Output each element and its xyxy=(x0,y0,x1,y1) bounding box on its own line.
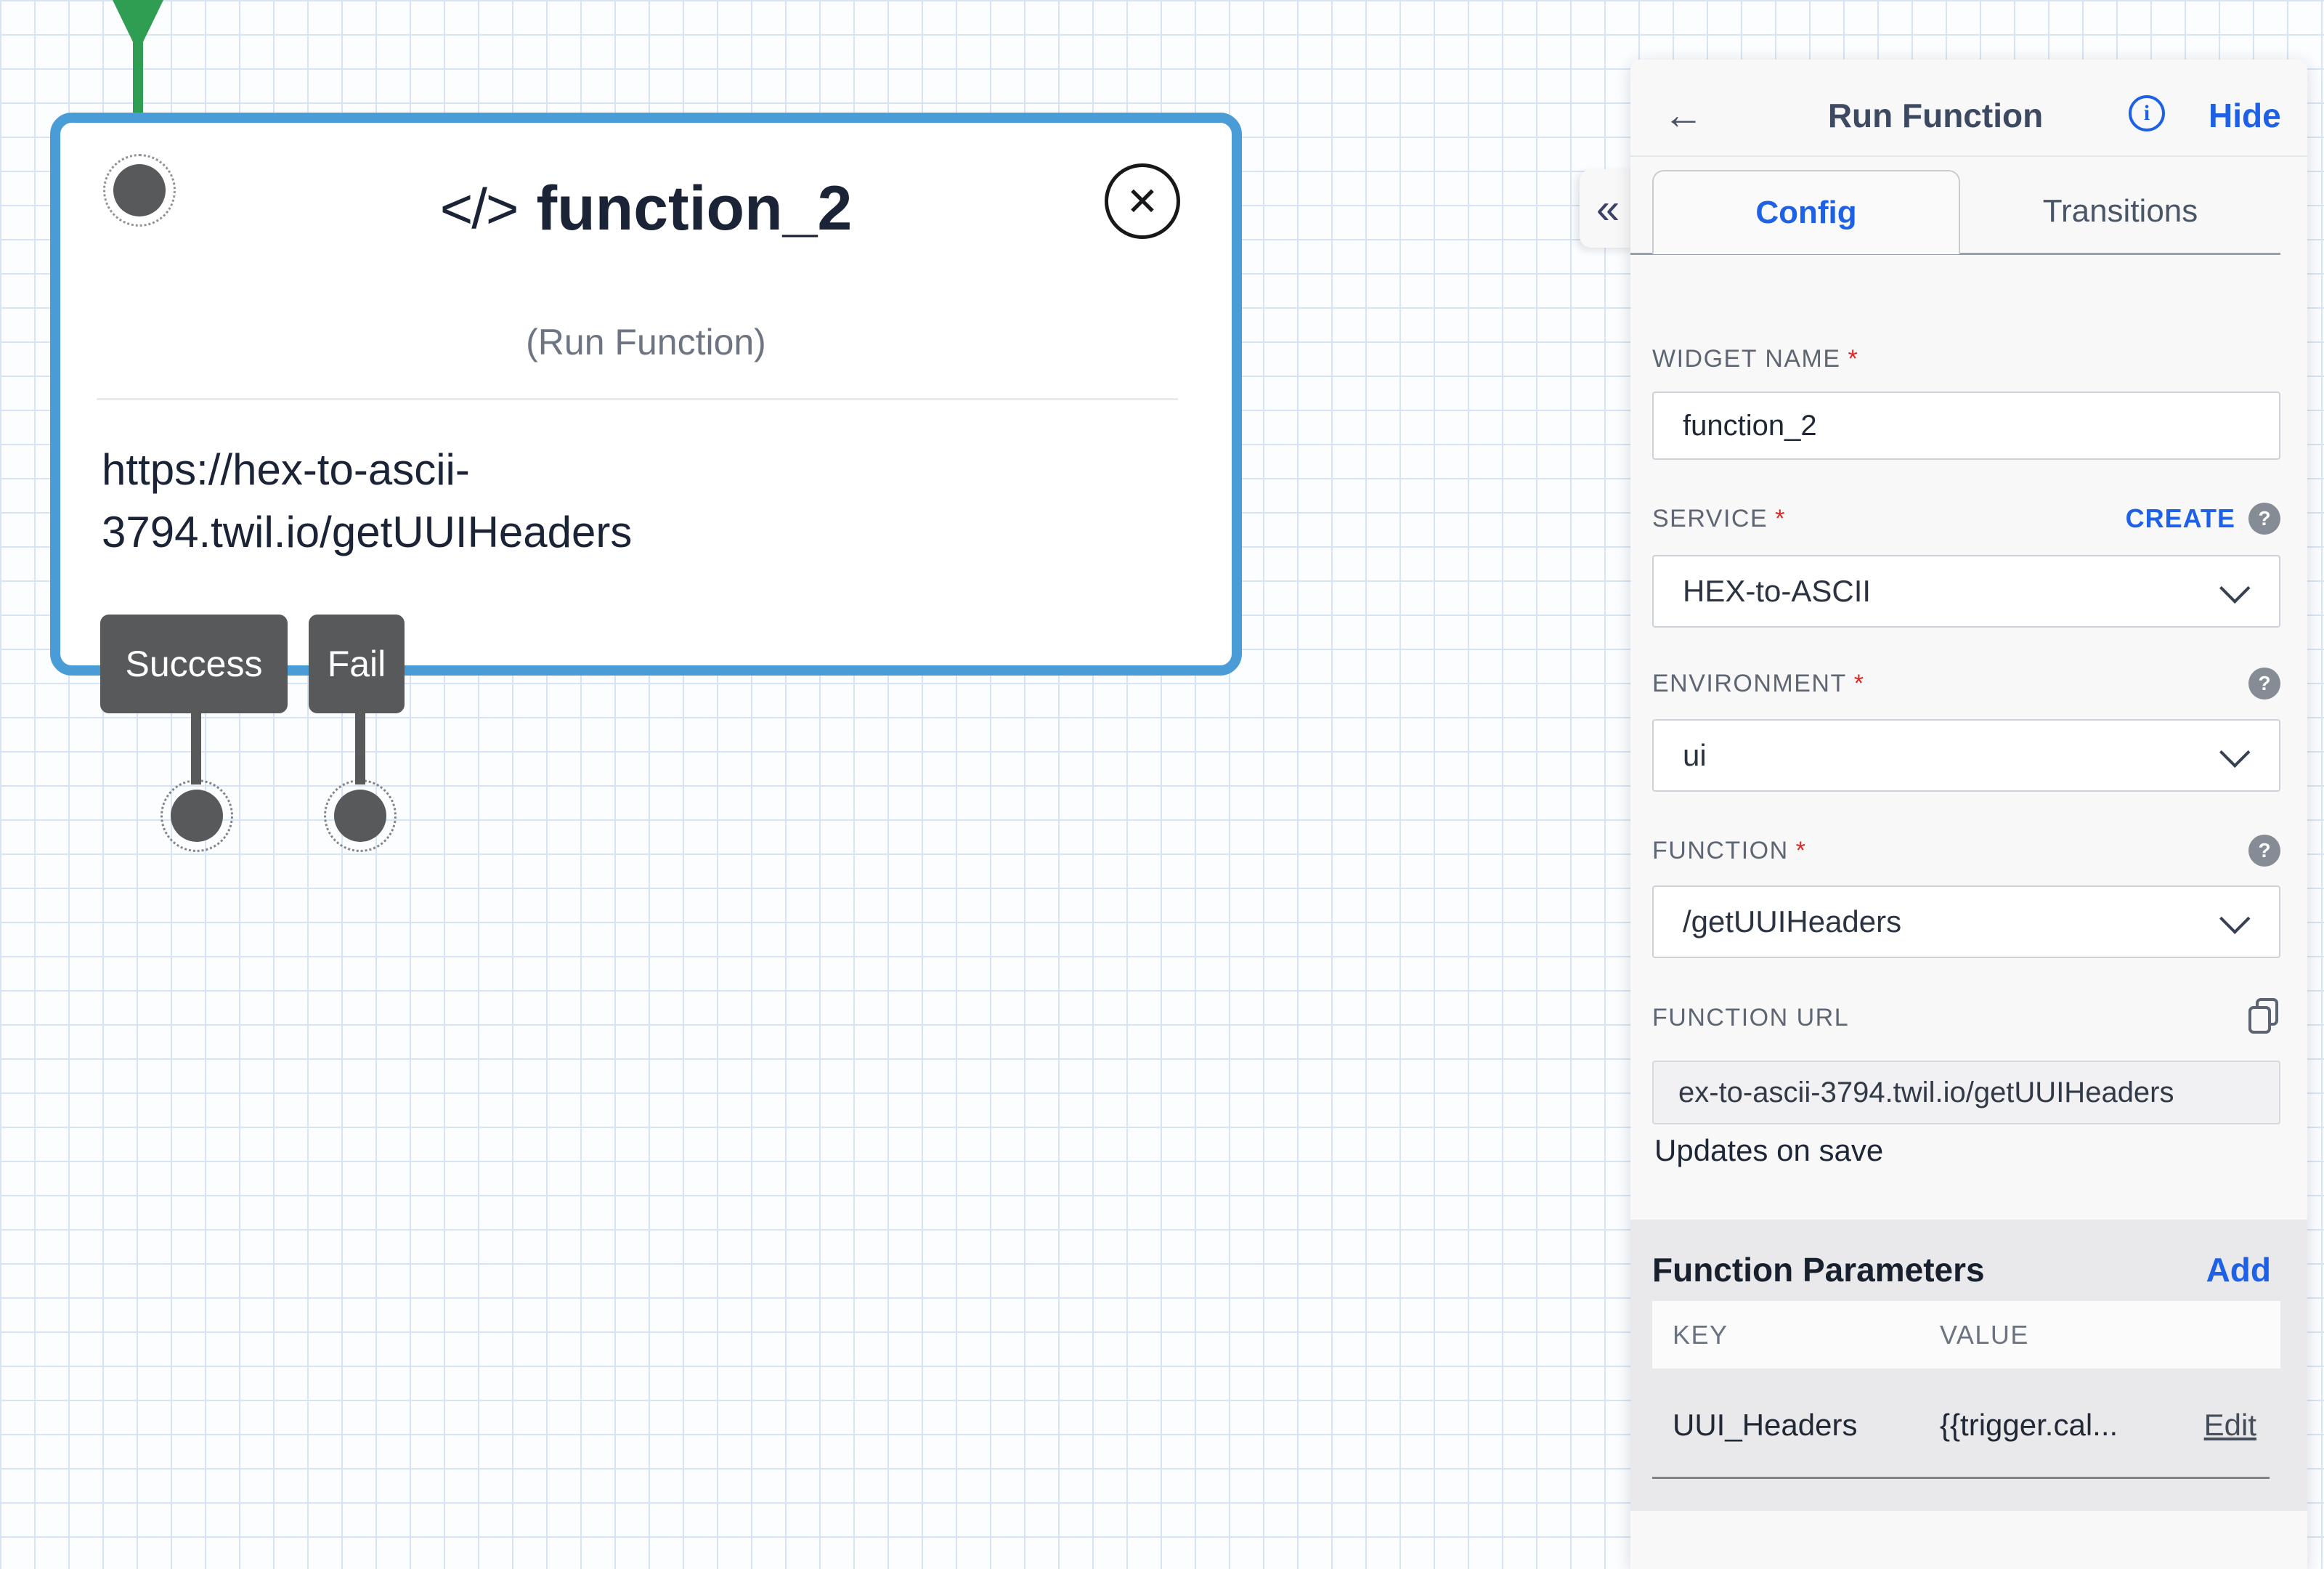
widget-name-label: WIDGET NAME xyxy=(1652,344,1841,373)
node-title: function_2 xyxy=(536,174,853,243)
chevron-down-icon xyxy=(2219,572,2251,604)
close-icon: ✕ xyxy=(1126,179,1159,224)
required-asterisk: * xyxy=(1853,669,1864,697)
add-parameter-button[interactable]: Add xyxy=(2206,1251,2271,1289)
panel-collapse-button[interactable]: « xyxy=(1580,169,1636,248)
edit-parameter-link[interactable]: Edit xyxy=(2203,1407,2256,1442)
create-service-link[interactable]: CREATE xyxy=(2125,503,2235,533)
help-icon[interactable]: ? xyxy=(2248,503,2280,535)
function-label: FUNCTION xyxy=(1652,836,1789,864)
function-url-input[interactable] xyxy=(1652,1061,2280,1124)
required-asterisk: * xyxy=(1848,344,1858,373)
copy-icon[interactable] xyxy=(2247,997,2280,1039)
node-function-url-text: https://hex-to-ascii-3794.twil.io/getUUI… xyxy=(102,445,633,556)
function-select[interactable]: /getUUIHeaders xyxy=(1652,885,2280,958)
widget-name-input[interactable] xyxy=(1652,392,2280,460)
back-button[interactable]: ← xyxy=(1658,89,1709,139)
transition-success-stem xyxy=(191,713,201,784)
parameter-value: {{trigger.cal... xyxy=(1940,1407,2118,1442)
transition-fail-handle[interactable]: Fail xyxy=(309,615,405,713)
tab-transitions[interactable]: Transitions xyxy=(2042,193,2198,229)
function-parameters-section: Function Parameters Add KEY VALUE UUI_He… xyxy=(1630,1220,2307,1511)
run-function-widget-node[interactable] xyxy=(50,113,1242,676)
parameters-table-header: KEY VALUE xyxy=(1652,1301,2280,1369)
parameter-key: UUI_Headers xyxy=(1673,1407,1858,1442)
node-delete-button[interactable]: ✕ xyxy=(1105,163,1180,239)
incoming-connection-line xyxy=(133,42,143,115)
required-asterisk: * xyxy=(1775,504,1785,532)
transition-fail-stem xyxy=(355,713,365,784)
info-icon[interactable]: i xyxy=(2129,95,2165,131)
function-url-label-row: FUNCTION URL xyxy=(1652,997,2280,1035)
panel-title: Run Function xyxy=(1827,97,2044,134)
function-parameters-heading: Function Parameters xyxy=(1652,1251,1985,1289)
service-select[interactable]: HEX-to-ASCII xyxy=(1652,555,2280,628)
transition-success-handle[interactable]: Success xyxy=(100,615,288,713)
incoming-connection-arrowhead xyxy=(113,0,163,45)
node-type-label: (Run Function) xyxy=(526,322,766,362)
function-parameters-header: Function Parameters Add xyxy=(1652,1250,2271,1289)
hide-panel-button[interactable]: Hide xyxy=(2209,97,2281,134)
required-asterisk: * xyxy=(1795,836,1805,864)
back-arrow-icon: ← xyxy=(1663,91,1704,137)
function-label-row: FUNCTION* ? xyxy=(1652,833,2280,868)
node-divider xyxy=(97,398,1178,400)
updates-on-save-note: Updates on save xyxy=(1654,1133,1884,1167)
help-icon[interactable]: ? xyxy=(2248,668,2280,700)
environment-label: ENVIRONMENT xyxy=(1652,669,1847,697)
transition-fail-label: Fail xyxy=(327,644,386,684)
help-icon[interactable]: ? xyxy=(2248,835,2280,867)
chevron-down-icon xyxy=(2219,737,2251,768)
tab-config[interactable]: Config xyxy=(1652,170,1960,254)
column-value: VALUE xyxy=(1940,1319,2029,1350)
node-input-connector[interactable] xyxy=(113,164,166,216)
service-label-row: SERVICE* CREATE ? xyxy=(1652,501,2280,536)
code-icon: </> xyxy=(439,177,519,240)
transition-fail-connector[interactable] xyxy=(334,790,386,842)
chevron-down-icon xyxy=(2219,903,2251,934)
column-key: KEY xyxy=(1673,1319,1728,1350)
service-label: SERVICE xyxy=(1652,504,1768,532)
function-url-label: FUNCTION URL xyxy=(1652,1003,1850,1031)
environment-select[interactable]: ui xyxy=(1652,719,2280,792)
widget-name-label-row: WIDGET NAME* xyxy=(1652,341,2280,376)
environment-label-row: ENVIRONMENT* ? xyxy=(1652,666,2280,701)
transition-success-connector[interactable] xyxy=(171,790,223,842)
parameters-divider xyxy=(1652,1477,2270,1479)
transition-success-label: Success xyxy=(125,644,263,684)
widget-config-panel: ← Run Function i Hide Transitions Config… xyxy=(1630,60,2307,1569)
parameter-row: UUI_Headers {{trigger.cal... Edit xyxy=(1652,1390,2280,1459)
header-divider xyxy=(1630,155,2307,157)
node-title-row: </> function_2 xyxy=(50,173,1242,245)
node-input-connector-ring xyxy=(103,154,176,227)
collapse-chevrons-icon: « xyxy=(1596,185,1620,232)
